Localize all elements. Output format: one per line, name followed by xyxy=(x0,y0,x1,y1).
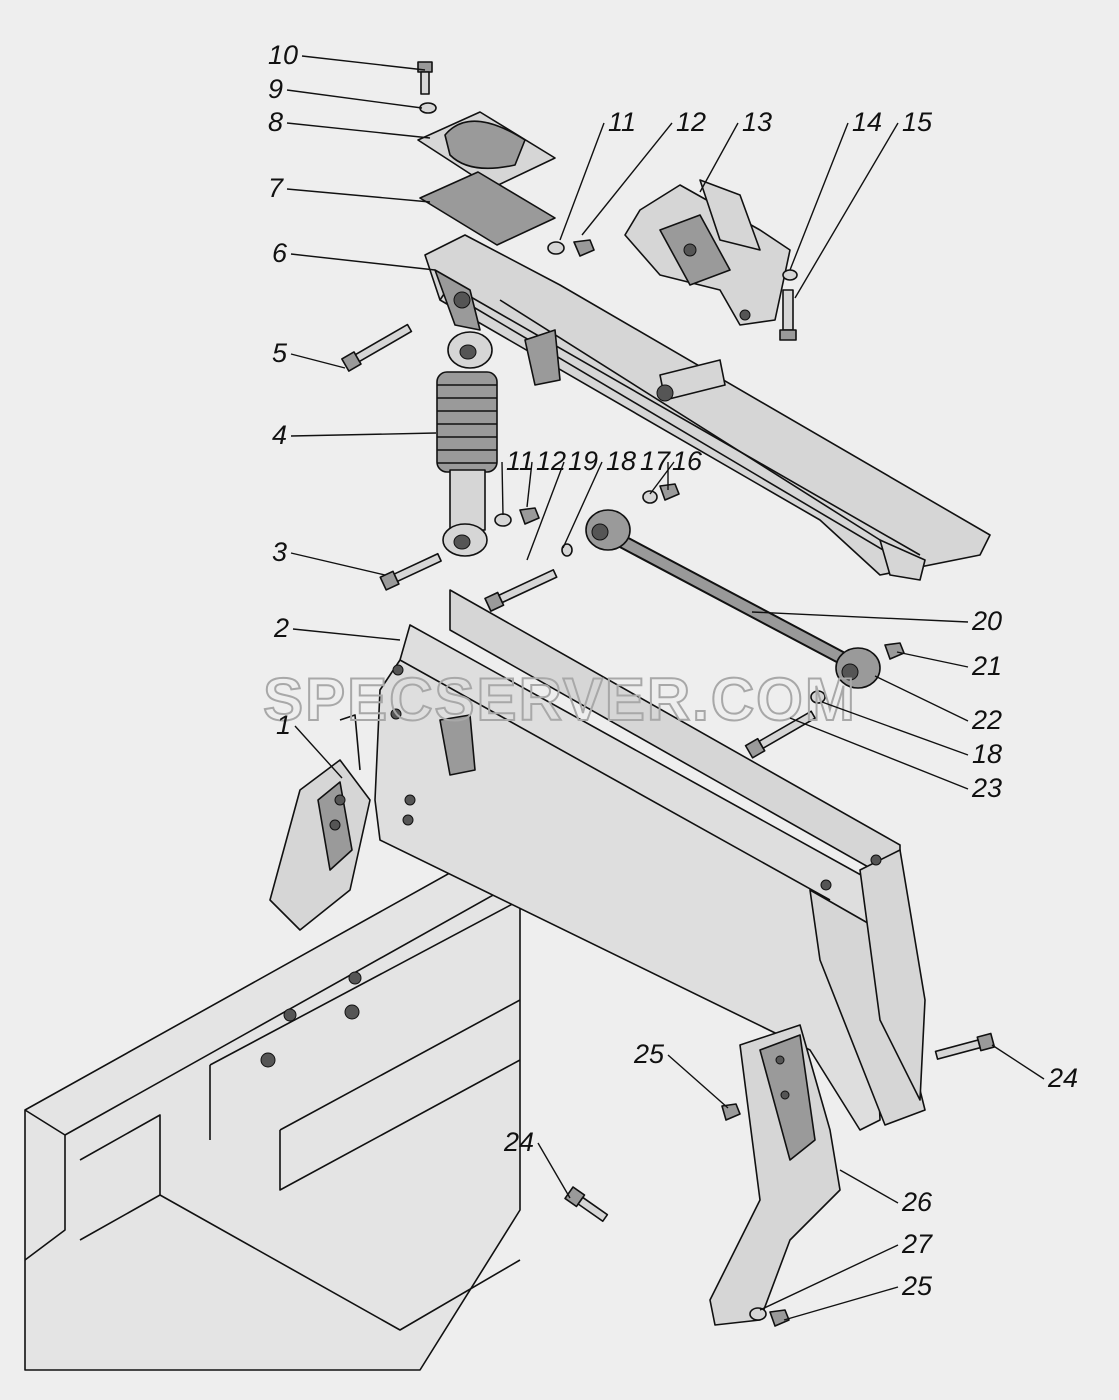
callout-label-c17: 17 xyxy=(640,446,671,476)
leader-line-c17 xyxy=(649,461,675,495)
leader-line-c15 xyxy=(794,122,899,299)
shock-absorber-4 xyxy=(436,331,498,557)
callout-label-c20: 20 xyxy=(971,606,1002,636)
cross-member-2 xyxy=(374,589,926,1131)
leader-line-c18b xyxy=(821,701,969,756)
leader-line-c25a xyxy=(667,1054,729,1109)
callout-label-c11b: 11 xyxy=(506,446,534,476)
leader-line-c26 xyxy=(839,1169,899,1204)
callout-label-c25b: 25 xyxy=(901,1271,933,1301)
callout-label-c25a: 25 xyxy=(633,1039,665,1069)
callout-label-c19: 19 xyxy=(568,446,598,476)
bracket-1 xyxy=(269,714,371,931)
leader-line-c24a xyxy=(991,1044,1045,1080)
callout-label-c6: 6 xyxy=(272,238,288,268)
callout-label-c11a: 11 xyxy=(608,107,636,137)
leader-line-c13 xyxy=(699,122,739,193)
leader-line-c3 xyxy=(290,552,386,576)
leader-line-c21 xyxy=(896,651,969,668)
leader-line-c9 xyxy=(286,89,423,109)
bump-stop-8 xyxy=(417,111,556,189)
fasteners xyxy=(341,61,996,1327)
leader-line-c19 xyxy=(526,461,565,561)
leader-line-c7 xyxy=(286,188,431,203)
callout-label-c22: 22 xyxy=(971,705,1002,735)
vehicle-frame xyxy=(24,844,521,1371)
callout-label-c21: 21 xyxy=(971,651,1002,681)
callout-label-c13: 13 xyxy=(742,107,772,137)
callout-label-c1: 1 xyxy=(276,710,291,740)
callout-label-c15: 15 xyxy=(902,107,933,137)
callout-label-c3: 3 xyxy=(272,537,287,567)
leader-line-c23 xyxy=(789,717,969,790)
leader-line-c14 xyxy=(789,122,849,271)
leader-line-c8 xyxy=(286,122,431,139)
callout-label-c14: 14 xyxy=(852,107,882,137)
callout-label-c18a: 18 xyxy=(606,446,636,476)
callout-label-c4: 4 xyxy=(272,420,287,450)
callout-label-c16: 16 xyxy=(672,446,703,476)
callout-label-c26: 26 xyxy=(901,1187,933,1217)
callout-label-c9: 9 xyxy=(268,74,283,104)
leader-line-c11b xyxy=(501,461,504,516)
callout-label-c5: 5 xyxy=(272,338,288,368)
leader-line-c10 xyxy=(301,55,426,71)
leader-line-c5 xyxy=(290,353,346,369)
callout-label-c23: 23 xyxy=(971,773,1002,803)
bracket-26 xyxy=(709,1024,841,1326)
callout-label-c24a: 24 xyxy=(1047,1063,1078,1093)
leader-line-c27 xyxy=(759,1244,899,1311)
leader-line-c18a xyxy=(562,461,603,549)
callout-label-c7: 7 xyxy=(268,173,284,203)
callout-label-c18b: 18 xyxy=(972,739,1002,769)
callout-label-c2: 2 xyxy=(273,613,289,643)
callout-label-c10: 10 xyxy=(268,40,298,70)
reaction-rod-20 xyxy=(585,509,881,689)
callout-label-c8: 8 xyxy=(268,107,283,137)
leader-line-c1 xyxy=(294,725,343,779)
leader-line-c11a xyxy=(559,122,605,241)
leader-line-c6 xyxy=(290,253,436,271)
callout-label-c24b: 24 xyxy=(503,1127,534,1157)
leader-line-c20 xyxy=(751,611,969,623)
watermark: SPECSERVER.COM xyxy=(263,666,857,733)
callout-label-c12a: 12 xyxy=(676,107,706,137)
callout-label-c27: 27 xyxy=(901,1229,933,1259)
leader-line-c2 xyxy=(292,628,401,641)
leader-line-c25b xyxy=(783,1286,899,1321)
leader-line-c22 xyxy=(874,675,969,722)
leaf-spring-6 xyxy=(424,234,991,581)
leader-line-c12b xyxy=(526,461,533,508)
leader-line-c24b xyxy=(537,1142,571,1199)
pad-7 xyxy=(419,171,556,246)
bracket-13 xyxy=(624,179,791,326)
callout-label-c12b: 12 xyxy=(536,446,566,476)
leader-line-c12a xyxy=(581,122,673,236)
leader-line-c4 xyxy=(290,432,437,437)
